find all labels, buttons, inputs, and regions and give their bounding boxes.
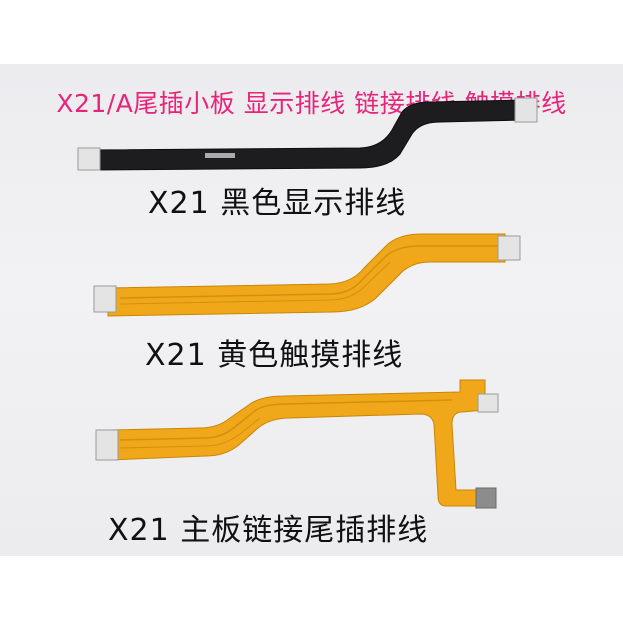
yellow-mainboard-cable — [95, 379, 499, 509]
yellow-touch-cable — [93, 233, 521, 317]
connector-left — [93, 285, 117, 313]
yellow-touch-cable-label: X21 黄色触摸排线 — [145, 338, 404, 373]
black-display-cable — [77, 97, 538, 171]
connector-right — [497, 235, 521, 261]
connector-left — [77, 147, 101, 171]
connector-bottom-right — [475, 487, 497, 509]
black-display-cable-label: X21 黑色显示排线 — [148, 186, 407, 221]
connector-right — [514, 97, 538, 123]
connector-left — [95, 429, 119, 461]
connector-top-right — [477, 393, 499, 413]
main-board-cable-label: X21 主板链接尾插排线 — [108, 513, 429, 548]
